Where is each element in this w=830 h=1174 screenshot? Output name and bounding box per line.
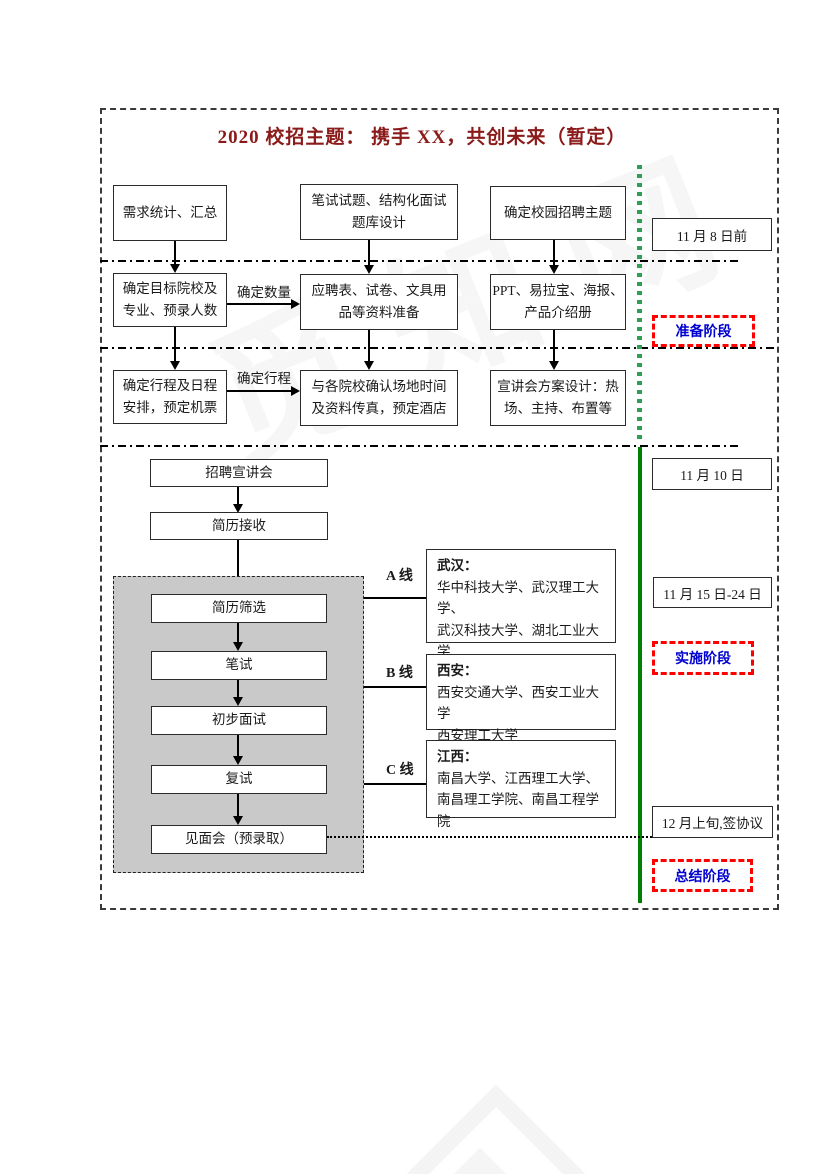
node-first-interview: 初步面试 [151, 706, 327, 735]
route-b-schools: 西安交通大学、西安工业大学 西安理工大学 [437, 684, 599, 743]
route-a-city: 武汉： [437, 558, 478, 573]
arrow-down-icon [170, 361, 180, 370]
arrow-label-quantity: 确定数量 [237, 285, 291, 300]
route-b-connector [364, 686, 426, 688]
arrow-line [237, 680, 239, 697]
watermark-logo-inner-icon [444, 1147, 516, 1174]
arrow-down-icon [233, 504, 243, 513]
date-nov15-24: 11 月 15 日-24 日 [653, 577, 772, 608]
arrow-line [174, 327, 176, 361]
date-nov10: 11 月 10 日 [652, 458, 772, 490]
route-c-city: 江西： [437, 749, 478, 764]
node-promo: PPT、易拉宝、海报、 产品介绍册 [490, 274, 626, 330]
arrow-down-icon [364, 265, 374, 274]
node-theme: 确定校园招聘主题 [490, 186, 626, 240]
arrow-line [237, 794, 239, 816]
outer-dashed-frame [100, 108, 779, 910]
page-title: 2020 校招主题： 携手 XX，共创未来（暂定） [217, 127, 627, 148]
arrow-label-trip: 确定行程 [237, 371, 291, 386]
arrow-down-icon [364, 361, 374, 370]
separator-row2-row3 [100, 347, 775, 349]
stage-preparation: 准备阶段 [652, 315, 755, 347]
node-written-test: 笔试 [151, 651, 327, 680]
route-a-label: A 线 [386, 569, 413, 584]
arrow-line [368, 240, 370, 265]
offer-date-dotted-connector [327, 836, 652, 838]
node-venue-confirm: 与各院校确认场地时间 及资料传真，预定酒店 [300, 370, 458, 426]
separator-prep-exec [100, 445, 740, 447]
route-c-schools-box: 江西： 南昌大学、江西理工大学、 南昌理工学院、南昌工程学院 [426, 740, 616, 829]
timeline-dotted-line [637, 165, 642, 441]
node-target-schools: 确定目标院校及 专业、预录人数 [113, 273, 227, 327]
date-before-nov8: 11 月 8 日前 [652, 218, 772, 251]
arrow-line [227, 303, 291, 305]
node-second-interview: 复试 [151, 765, 327, 794]
node-job-fair: 招聘宣讲会 [150, 459, 328, 487]
watermark-logo-icon [381, 1084, 611, 1174]
node-resume-screen: 简历筛选 [151, 594, 327, 623]
arrow-line [237, 540, 239, 585]
arrow-right-icon [291, 386, 300, 396]
route-b-label: B 线 [386, 666, 413, 681]
route-b-schools-box: 西安： 西安交通大学、西安工业大学 西安理工大学 [426, 654, 616, 743]
arrow-line [237, 487, 239, 504]
stage-implementation: 实施阶段 [652, 641, 754, 675]
route-a-schools-box: 武汉： 华中科技大学、武汉理工大学、 武汉科技大学、湖北工业大学 武汉科技学院 [426, 549, 616, 681]
arrow-down-icon [233, 756, 243, 765]
node-event-design: 宣讲会方案设计：热 场、主持、布置等 [490, 370, 626, 426]
arrow-down-icon [233, 816, 243, 825]
route-b-city: 西安： [437, 663, 478, 678]
node-offer-meeting: 见面会（预录取） [151, 825, 327, 854]
timeline-solid-line [638, 447, 642, 903]
arrow-line [237, 735, 239, 756]
route-c-label: C 线 [386, 763, 414, 778]
arrow-line [227, 390, 291, 392]
node-resume-receive: 简历接收 [150, 512, 328, 540]
arrow-line [237, 623, 239, 642]
separator-row1-row2 [100, 260, 742, 262]
date-dec-sign: 12 月上旬,签协议 [652, 806, 773, 838]
arrow-line [174, 241, 176, 264]
route-c-schools: 南昌大学、江西理工大学、 南昌理工学院、南昌工程学院 [437, 770, 599, 829]
node-question-bank: 笔试试题、结构化面试 题库设计 [300, 184, 458, 240]
arrow-down-icon [233, 642, 243, 651]
arrow-line [553, 240, 555, 265]
arrow-down-icon [170, 264, 180, 273]
node-itinerary: 确定行程及日程 安排，预定机票 [113, 370, 227, 424]
route-c-connector [364, 783, 426, 785]
arrow-line [553, 330, 555, 361]
arrow-down-icon [549, 265, 559, 274]
node-materials: 应聘表、试卷、文具用 品等资料准备 [300, 274, 458, 330]
arrow-down-icon [233, 697, 243, 706]
arrow-line [368, 330, 370, 361]
route-a-connector [364, 597, 426, 599]
node-demand: 需求统计、汇总 [113, 185, 227, 241]
stage-summary: 总结阶段 [652, 859, 753, 892]
arrow-right-icon [291, 299, 300, 309]
arrow-down-icon [549, 361, 559, 370]
